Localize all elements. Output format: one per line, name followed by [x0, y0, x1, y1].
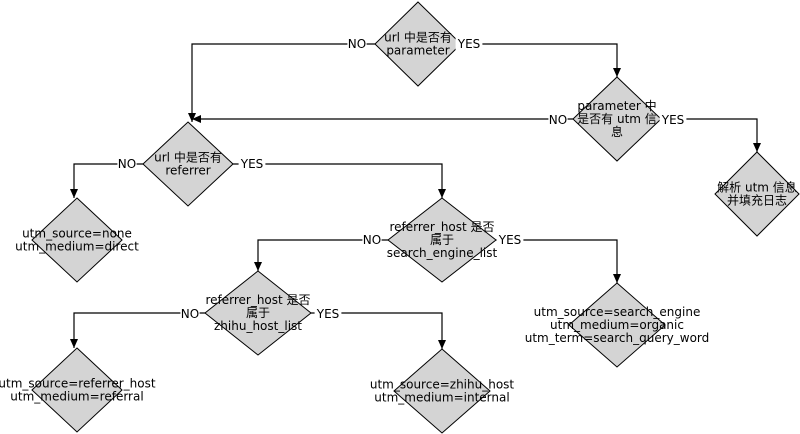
diamond-shape	[31, 347, 123, 433]
edge-d1-to-d2	[461, 43, 621, 77]
node-text-line: utm_medium=referral	[10, 390, 143, 404]
edge-label-d2-to-r1: YES	[659, 112, 687, 127]
diamond-shape	[393, 348, 491, 434]
edge-label-d5-to-r5: YES	[314, 306, 342, 321]
edge-label-background	[347, 36, 367, 51]
edge-label-background	[455, 36, 483, 51]
diamond-shape	[142, 121, 234, 207]
diamond-shape	[387, 197, 497, 283]
node-text-line: parameter	[386, 44, 449, 58]
node-text-line: utm_source=none	[22, 227, 132, 241]
edge-label-text: YES	[498, 233, 522, 247]
edge-d5-to-r4	[70, 312, 205, 348]
edge-labels-layer: NO YES NO YES NO YES NO YES NO YES	[117, 36, 687, 321]
edge-label-d1-to-d3: NO	[347, 36, 367, 51]
edge-label-text: YES	[316, 307, 340, 321]
node-text-line: 属于	[246, 306, 270, 320]
node-text-line: utm_term=search_query_word	[525, 331, 710, 345]
diamond-shape	[204, 270, 312, 356]
edge-d1-to-d3	[188, 43, 375, 122]
edge-label-d2-to-d3: NO	[548, 112, 568, 127]
edge-label-background	[117, 156, 137, 171]
node-text-line: url 中是否有	[384, 30, 452, 45]
node-text-line: parameter 中	[577, 98, 656, 113]
node-text-line: utm_medium=internal	[374, 391, 509, 405]
edge-label-d4-to-d5: NO	[362, 232, 382, 247]
edge-label-d1-to-d2: YES	[455, 36, 483, 51]
edge-label-background	[496, 232, 524, 247]
edge-label-text: NO	[348, 37, 366, 51]
edge-label-d4-to-r3: YES	[496, 232, 524, 247]
node-text-line: 并填充日志	[727, 193, 787, 208]
edge-label-text: NO	[181, 307, 199, 321]
node-text-line: search_engine_list	[387, 246, 498, 260]
diamond-shape	[568, 282, 666, 368]
edge-label-background	[180, 306, 200, 321]
diamond-shape	[572, 76, 662, 162]
edge-d2-to-r1	[661, 118, 761, 152]
node-text-line: 是否有 utm 信	[577, 112, 657, 126]
node-text-line: zhihu_host_list	[214, 319, 302, 333]
node-text-line: utm_medium=organic	[550, 318, 684, 332]
node-r4: utm_source=referrer_hostutm_medium=refer…	[0, 347, 156, 433]
node-text-line: utm_source=zhihu_host	[370, 378, 515, 392]
edge-d4-to-d5	[254, 239, 388, 271]
edge-label-background	[659, 112, 687, 127]
edge-d3-to-d4	[233, 163, 446, 198]
node-text-line: referrer_host 是否	[205, 293, 310, 307]
edge-label-text: YES	[457, 37, 481, 51]
edge-label-d5-to-r4: NO	[180, 306, 200, 321]
edge-label-background	[238, 156, 266, 171]
edge-label-background	[362, 232, 382, 247]
node-text-line: url 中是否有	[154, 150, 222, 165]
edge-label-text: NO	[118, 157, 136, 171]
node-text-line: utm_medium=direct	[15, 240, 139, 254]
edges-layer	[70, 43, 761, 349]
edge-label-d3-to-r2: NO	[117, 156, 137, 171]
node-d2: parameter 中是否有 utm 信息	[572, 76, 662, 162]
edge-label-text: NO	[549, 113, 567, 127]
edge-label-d3-to-d4: YES	[238, 156, 266, 171]
edge-label-text: NO	[363, 233, 381, 247]
node-text-line: referrer	[165, 164, 210, 178]
node-text-line: 息	[611, 124, 623, 139]
diamond-shape	[714, 151, 800, 237]
edge-label-background	[548, 112, 568, 127]
node-text-line: 解析 utm 信息	[717, 180, 797, 195]
edge-label-text: YES	[661, 113, 685, 127]
diamond-shape	[374, 1, 462, 87]
diamond-shape	[31, 197, 123, 283]
node-text-line: utm_source=referrer_host	[0, 377, 156, 391]
node-text-line: utm_source=search_engine	[534, 305, 701, 319]
edge-d4-to-r3	[496, 239, 621, 283]
node-r3: utm_source=search_engineutm_medium=organ…	[525, 282, 710, 368]
node-text-line: referrer_host 是否	[389, 220, 494, 234]
edge-label-text: YES	[240, 157, 264, 171]
edge-label-background	[314, 306, 342, 321]
node-text-line: 属于	[430, 233, 454, 247]
edge-d5-to-r5	[311, 312, 446, 349]
